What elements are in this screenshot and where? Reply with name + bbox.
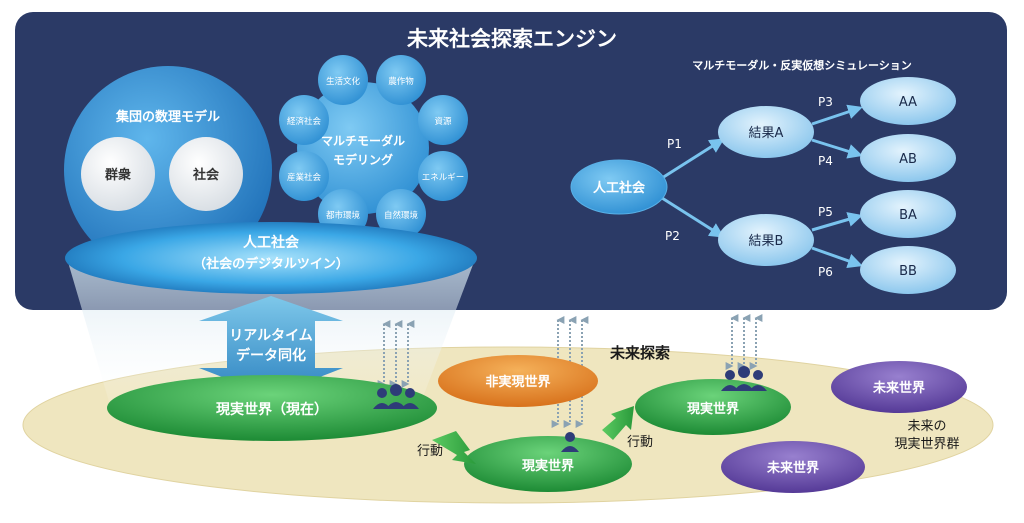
- result-b-node: [718, 214, 814, 266]
- artificial-society-line1: 人工社会: [243, 234, 300, 251]
- real-world-current-label: 現実世界（現在）: [216, 401, 328, 418]
- future-worlds-line2: 現実世界群: [894, 436, 959, 452]
- future-search-label: 未来探索: [609, 344, 670, 362]
- data-assimilation-arrow: [199, 296, 343, 396]
- path-label-p2: P2: [665, 229, 680, 243]
- person-icon-middle: [561, 432, 579, 452]
- exchange-arrows-left: [377, 320, 415, 388]
- result-b-label: 結果B: [749, 234, 784, 249]
- edge-p2: [661, 196, 725, 238]
- path-label-p1: P1: [667, 137, 682, 151]
- domain-bubble-resources: [418, 95, 468, 145]
- path-label-p4: P4: [818, 154, 833, 168]
- path-label-p5: P5: [818, 205, 833, 219]
- exchange-arrows-right: [725, 314, 763, 370]
- future-world-top: [831, 361, 967, 413]
- future-world-bottom-label: 未来世界: [766, 460, 819, 476]
- leaf-bb-label: BB: [899, 264, 917, 279]
- non-real-world-label: 非実現世界: [485, 374, 550, 390]
- tree-root-label: 人工社会: [593, 180, 646, 196]
- edge-p6: [811, 246, 863, 269]
- domain-bubble-energy: [418, 151, 468, 201]
- domain-bubble-industry: [279, 151, 329, 201]
- action-label-left: 行動: [417, 444, 443, 459]
- non-real-world: [438, 355, 598, 407]
- edge-p1: [661, 138, 725, 180]
- people-group-icon-left: [373, 384, 419, 409]
- leaf-ab-node: [860, 134, 956, 182]
- domain-bubble-economy: [279, 95, 329, 145]
- leaf-aa-node: [860, 77, 956, 125]
- leaf-ab-label: AB: [899, 152, 917, 167]
- multimodal-center-line2: モデリング: [333, 152, 393, 167]
- real-world-right-label: 現実世界: [687, 401, 739, 417]
- domain-label-economy: 経済社会: [287, 116, 322, 127]
- path-label-p6: P6: [818, 265, 833, 279]
- real-world-middle-label: 現実世界: [522, 458, 574, 474]
- real-world-right: [635, 379, 791, 435]
- action-label-right: 行動: [627, 435, 653, 450]
- edge-p3: [811, 104, 863, 126]
- multimodal-center: [297, 82, 429, 214]
- future-world-top-label: 未来世界: [872, 380, 925, 396]
- domain-label-energy: エネルギー: [422, 173, 465, 183]
- domain-label-urban: 都市環境: [326, 210, 361, 221]
- future-world-bottom: [721, 441, 865, 493]
- domain-label-crops: 農作物: [388, 76, 414, 87]
- domain-label-nature: 自然環境: [384, 210, 419, 221]
- society-label: 社会: [192, 167, 220, 183]
- action-arrow-right: [602, 406, 634, 440]
- leaf-aa-label: AA: [899, 95, 917, 110]
- tree-root-node: [570, 159, 668, 215]
- simulation-label: マルチモーダル・反実仮想シミュレーション: [692, 58, 912, 72]
- domain-label-lifestyle: 生活文化: [326, 76, 361, 87]
- people-group-icon-right: [721, 366, 767, 391]
- domain-bubble-lifestyle: [318, 55, 368, 105]
- group-model-title: 集団の数理モデル: [115, 109, 220, 125]
- crowd-circle: [81, 137, 155, 211]
- real-world-middle: [464, 436, 632, 492]
- result-a-node: [718, 106, 814, 158]
- edge-p5: [811, 212, 863, 232]
- group-model-circle: [64, 66, 272, 274]
- artificial-society-disk: [65, 222, 477, 294]
- engine-title: 未来社会探索エンジン: [407, 27, 617, 51]
- simulation-tree: 人工社会 結果A 結果B AA AB BA BB P1 P2 P3 P4 P5 …: [570, 77, 956, 294]
- future-worlds-line1: 未来の: [907, 419, 946, 434]
- data-assimilation-line1: リアルタイム: [229, 328, 313, 344]
- path-label-p3: P3: [818, 95, 833, 109]
- action-arrow-left: [432, 431, 476, 464]
- multimodal-center-line1: マルチモーダル: [321, 133, 405, 148]
- leaf-bb-node: [860, 246, 956, 294]
- data-assimilation-line2: データ同化: [236, 347, 306, 364]
- leaf-ba-label: BA: [899, 208, 917, 223]
- multimodal-cluster: マルチモーダル モデリング 生活文化 農作物 資源 エネルギー 自然環境 都市環…: [279, 55, 468, 239]
- domain-label-industry: 産業社会: [287, 172, 322, 183]
- leaf-ba-node: [860, 190, 956, 238]
- result-a-label: 結果A: [749, 126, 784, 141]
- edge-p4: [811, 138, 863, 159]
- society-circle: [169, 137, 243, 211]
- artificial-society-line2: （社会のデジタルツイン）: [193, 256, 349, 272]
- domain-bubble-crops: [376, 55, 426, 105]
- domain-bubble-nature: [376, 189, 426, 239]
- crowd-label: 群衆: [105, 167, 131, 183]
- domain-label-resources: 資源: [434, 116, 452, 127]
- real-world-current: [107, 375, 437, 441]
